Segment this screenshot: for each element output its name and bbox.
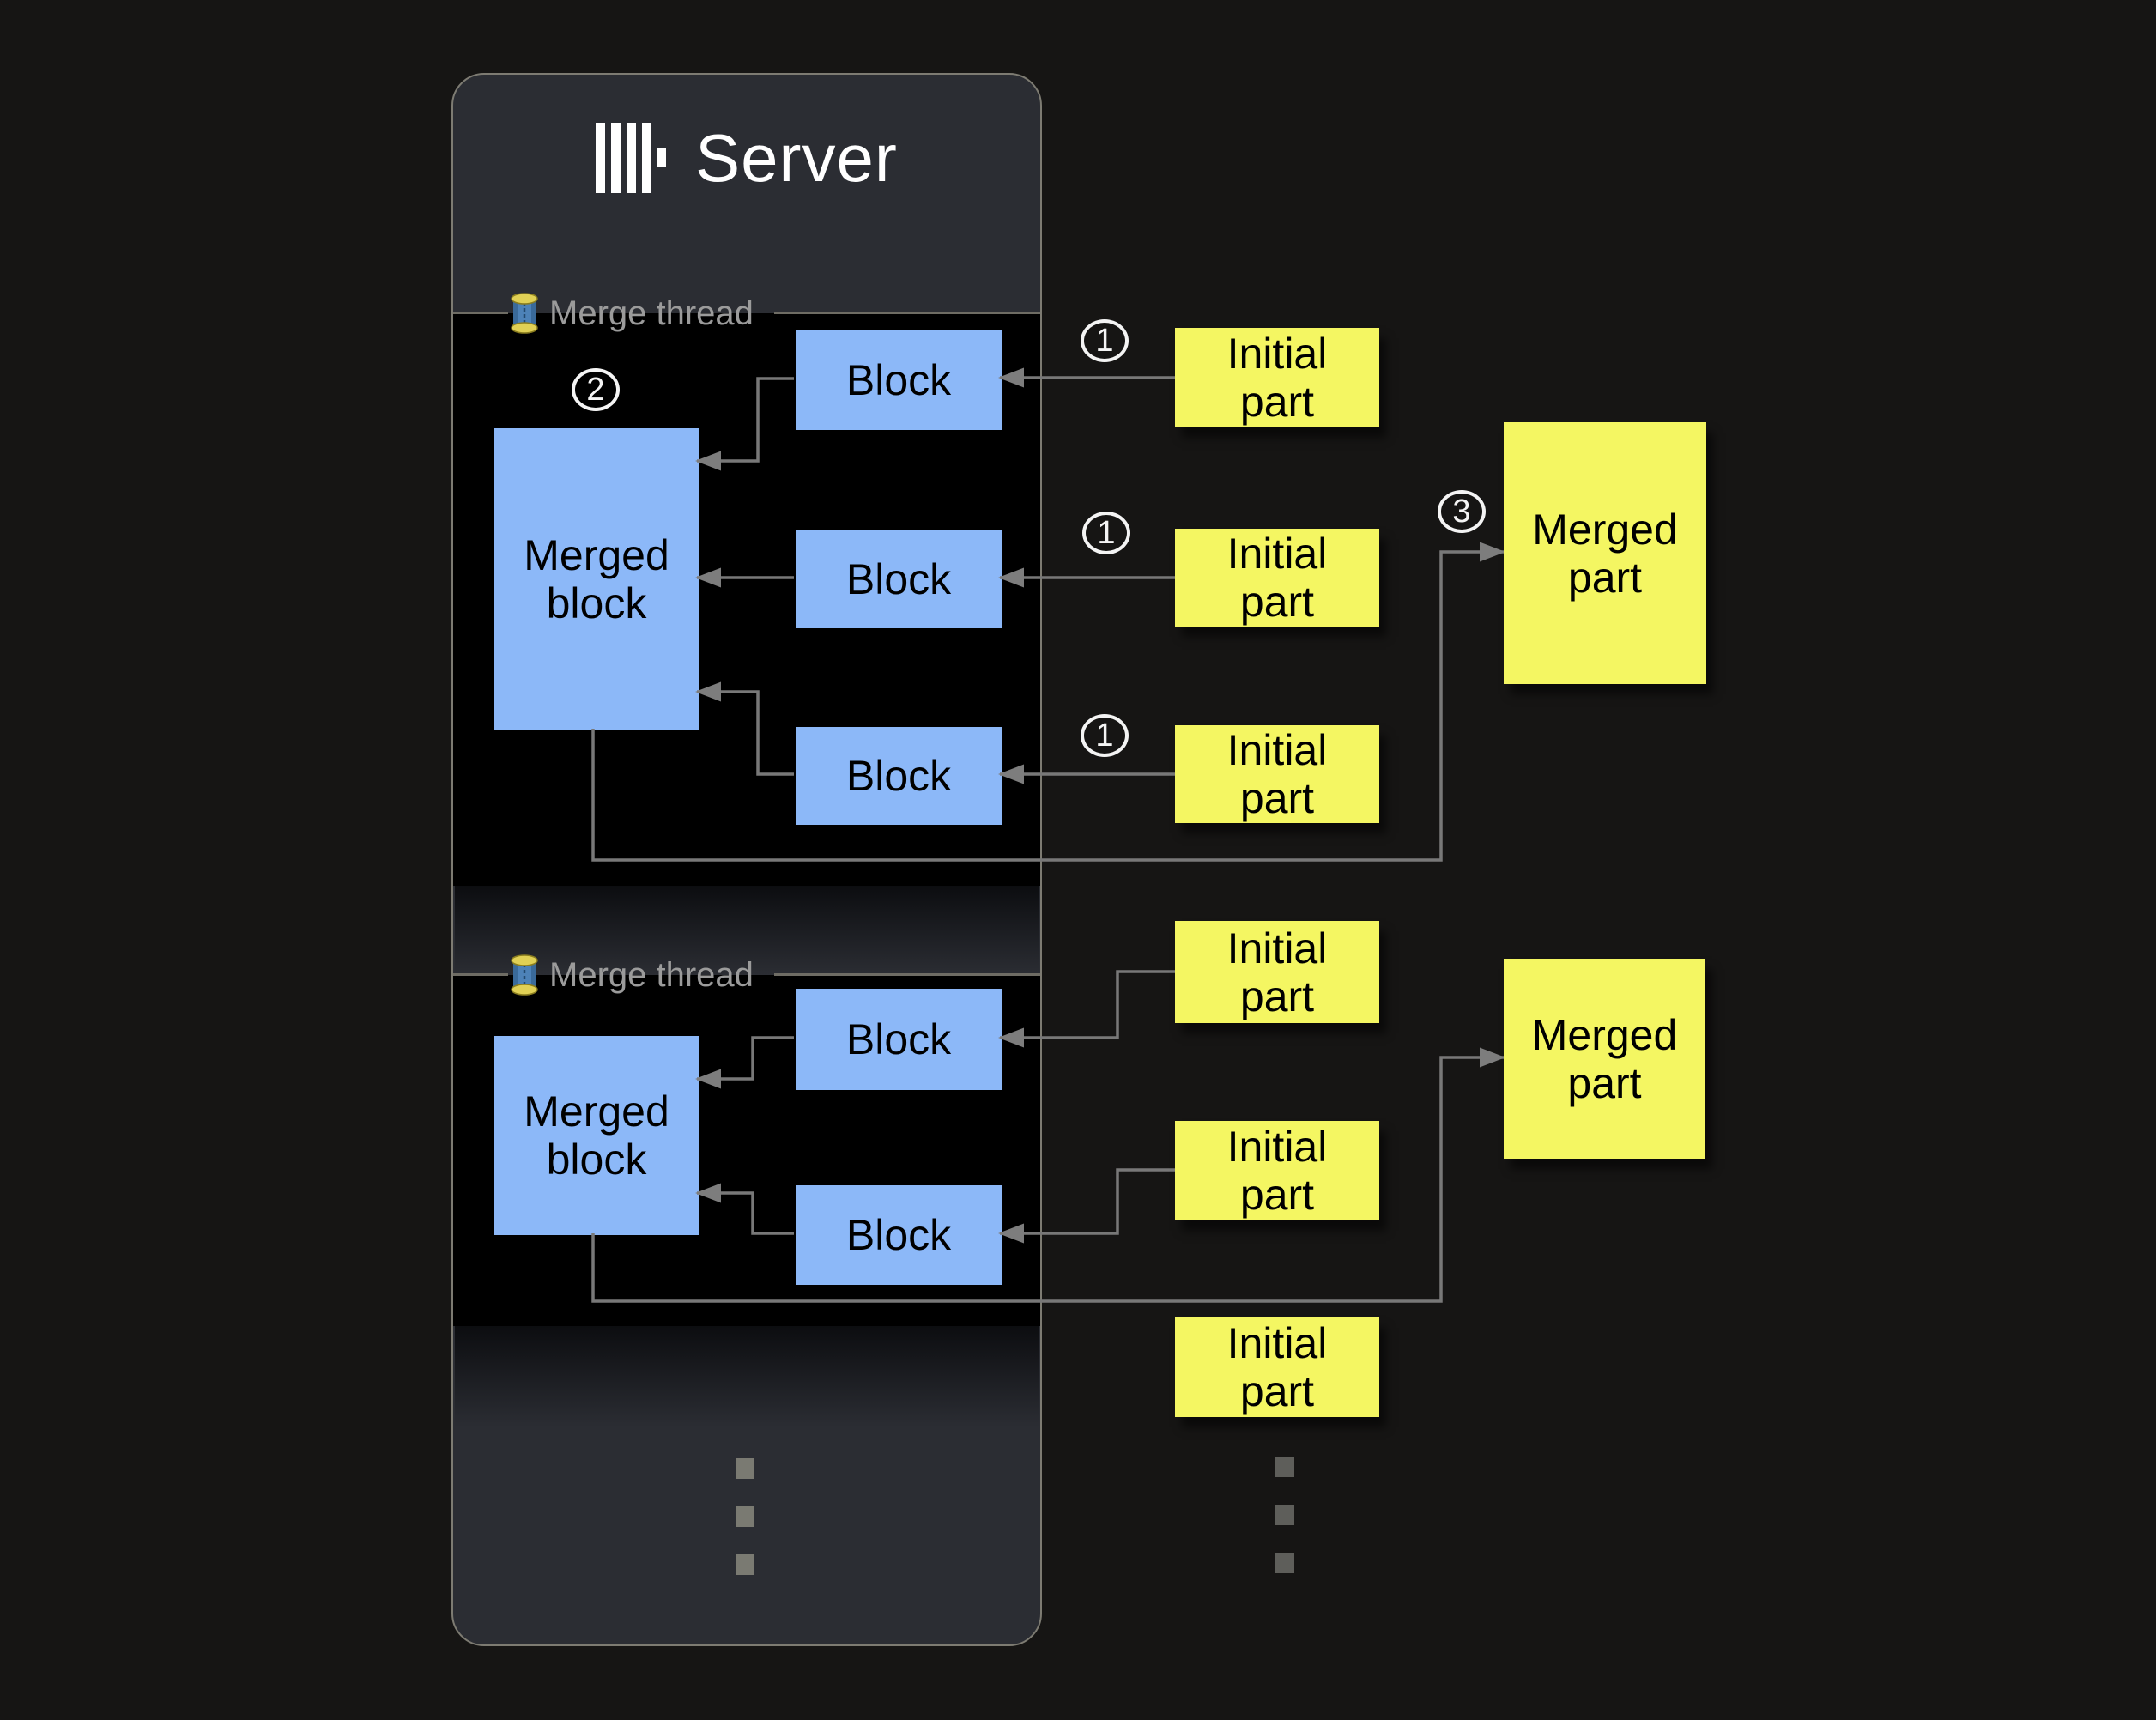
server-header: Server bbox=[453, 119, 1040, 197]
merged-part: Merged part bbox=[1504, 959, 1705, 1159]
vertical-ellipsis-dot bbox=[1275, 1505, 1294, 1525]
thread-spool-icon bbox=[511, 293, 538, 334]
step-badge-1: 1 bbox=[1081, 319, 1129, 362]
merged-part: Merged part bbox=[1504, 422, 1706, 684]
step-badge-3: 3 bbox=[1438, 490, 1486, 533]
vertical-ellipsis-dot bbox=[736, 1506, 754, 1527]
vertical-ellipsis-dot bbox=[736, 1554, 754, 1575]
server-title: Server bbox=[695, 120, 898, 196]
merged-block: Merged block bbox=[494, 1036, 699, 1235]
server-panel: Server Merge thread 2 Merged block Block bbox=[451, 73, 1042, 1646]
merge-thread-section-1: Merge thread 2 Merged block Block Block … bbox=[453, 293, 1040, 886]
step-badge-1: 1 bbox=[1082, 512, 1130, 554]
thread-spool-icon bbox=[511, 954, 538, 996]
block: Block bbox=[796, 989, 1002, 1090]
vertical-ellipsis-dot bbox=[736, 1458, 754, 1479]
merge-thread-section-2: Merge thread Merged block Block Block bbox=[453, 954, 1040, 1326]
merge-thread-label: Merge thread bbox=[549, 956, 754, 994]
vertical-ellipsis-dot bbox=[1275, 1553, 1294, 1573]
block: Block bbox=[796, 1185, 1002, 1285]
initial-part: Initial part bbox=[1175, 921, 1379, 1023]
section-shadow bbox=[455, 1326, 1039, 1427]
step-badge-1: 1 bbox=[1081, 714, 1129, 757]
merge-thread-legend: Merge thread bbox=[510, 953, 754, 997]
block: Block bbox=[796, 530, 1002, 628]
vertical-ellipsis-dot bbox=[1275, 1457, 1294, 1477]
initial-part: Initial part bbox=[1175, 1317, 1379, 1417]
merge-thread-label: Merge thread bbox=[549, 294, 754, 332]
merge-thread-legend: Merge thread bbox=[510, 291, 754, 336]
block: Block bbox=[796, 330, 1002, 430]
initial-part: Initial part bbox=[1175, 725, 1379, 823]
section-shadow bbox=[455, 886, 1039, 975]
initial-part: Initial part bbox=[1175, 529, 1379, 627]
merged-block: Merged block bbox=[494, 428, 699, 730]
clickhouse-logo-icon bbox=[596, 123, 667, 193]
initial-part: Initial part bbox=[1175, 1121, 1379, 1220]
block: Block bbox=[796, 727, 1002, 825]
step-badge-2: 2 bbox=[572, 368, 620, 411]
initial-part: Initial part bbox=[1175, 328, 1379, 427]
